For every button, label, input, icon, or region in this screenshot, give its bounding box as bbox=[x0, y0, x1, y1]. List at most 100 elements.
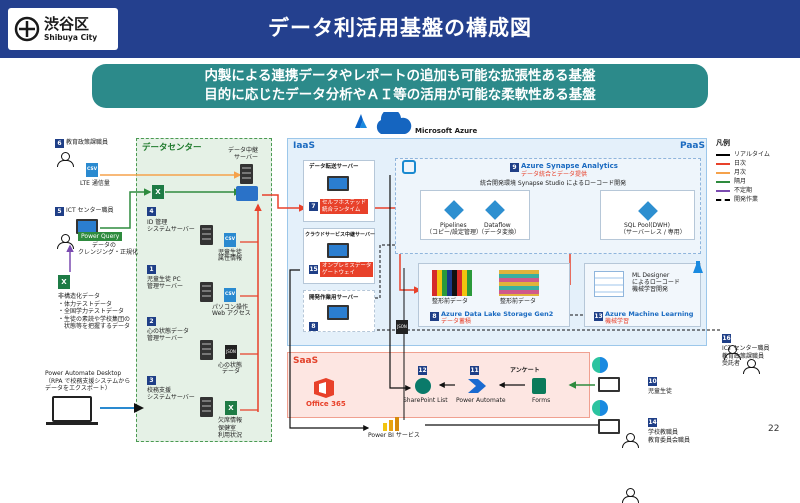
sql-pool-sub: （サーバーレス / 専用） bbox=[620, 229, 686, 236]
json-file-icon: JSON bbox=[225, 345, 237, 359]
pq-desc-1: データの bbox=[92, 242, 117, 249]
paas-title: PaaS bbox=[680, 141, 705, 151]
survey-label: アンケート bbox=[510, 367, 540, 374]
csv-file-icon: CSV bbox=[224, 233, 236, 247]
legend-line bbox=[716, 153, 730, 156]
badge-5: 5 bbox=[55, 207, 64, 216]
edge-browser-icon bbox=[592, 400, 608, 416]
synapse-desc: 統合開発環境 Synapse Studio によるローコード開発 bbox=[480, 180, 627, 187]
csv-file-icon: CSV bbox=[224, 288, 236, 302]
logo-english: Shibuya City bbox=[44, 32, 98, 42]
iaas-title: IaaS bbox=[293, 141, 315, 151]
saas-title: SaaS bbox=[293, 356, 319, 366]
legend-title: 凡例 bbox=[716, 139, 730, 147]
badge-6: 6 bbox=[55, 139, 64, 148]
student-label: 児童生徒 bbox=[648, 388, 673, 395]
azure-name: Microsoft Azure bbox=[415, 127, 478, 135]
legend-label: 月次 bbox=[734, 168, 747, 176]
badge-8b: 8 bbox=[430, 312, 439, 321]
aml-sub: 機械学習 bbox=[605, 318, 630, 325]
school-data-list: 欠席情報 保健室 利用状況 bbox=[218, 417, 243, 439]
synapse-title: Azure Synapse Analytics bbox=[521, 162, 618, 170]
sql-pool-label: SQL Pool(DWH) bbox=[624, 222, 670, 229]
synapse-sub: データ統合とデータ提供 bbox=[521, 171, 588, 178]
mind-server-1: 心の状態データ bbox=[147, 328, 190, 335]
legend-line bbox=[716, 180, 730, 183]
relay-label-2: サーバー bbox=[234, 154, 258, 161]
power-automate-icon bbox=[468, 378, 486, 393]
legend: リアルタイム日次月次隔月不定期開発作業 bbox=[716, 150, 770, 204]
power-bi-label: Power BI サービス bbox=[368, 432, 420, 439]
legend-item: 月次 bbox=[716, 168, 770, 177]
badge-13: 13 bbox=[594, 312, 603, 321]
laptop-base bbox=[46, 422, 98, 425]
pipelines-box bbox=[420, 190, 530, 240]
server-icon bbox=[200, 282, 213, 302]
self-hosted-runtime-tag: セルフホステッド統合ランタイム bbox=[320, 199, 369, 214]
id-data-1: 児童生徒 bbox=[218, 249, 243, 256]
page-number: 22 bbox=[768, 424, 780, 434]
transfer-title: データ転送サーバー bbox=[309, 164, 359, 170]
badge-2: 2 bbox=[147, 317, 156, 326]
excel-icon: X bbox=[58, 275, 70, 289]
office365-icon bbox=[312, 378, 336, 398]
laptop-icon bbox=[52, 396, 92, 422]
summary-banner: 内製による連携データやレポートの追加も可能な拡張性ある基盤 目的に応じたデータ分… bbox=[92, 64, 708, 108]
aml-flask-icon bbox=[693, 258, 703, 273]
ict-users-list: ICT センター職員 教育政策課職員 受託者 bbox=[722, 345, 770, 367]
power-bi-icon bbox=[383, 416, 399, 431]
server-icon bbox=[200, 225, 213, 245]
legend-line bbox=[716, 171, 730, 174]
pipelines-label: Pipelines bbox=[440, 222, 467, 229]
user-icon bbox=[722, 345, 742, 360]
pc-data-1: パソコン操作 bbox=[212, 304, 249, 311]
power-automate-label: Power Automate bbox=[456, 397, 506, 404]
raw-data-label: 整形前データ bbox=[432, 298, 469, 305]
csv-file-icon: CSV bbox=[86, 163, 98, 177]
server-icon bbox=[200, 340, 213, 360]
vm-icon bbox=[327, 176, 349, 191]
badge-11: 11 bbox=[470, 366, 479, 375]
cloud-icon bbox=[373, 108, 413, 134]
legend-item: 不定期 bbox=[716, 186, 770, 195]
pq-desc-2: クレンジング・正規化 bbox=[78, 249, 139, 256]
legend-item: リアルタイム bbox=[716, 150, 770, 159]
logo-japanese: 渋谷区 bbox=[44, 14, 90, 33]
id-server-1: ID 管理 bbox=[147, 219, 168, 226]
city-logo: 渋谷区 Shibuya City bbox=[8, 8, 118, 50]
excel-icon: X bbox=[152, 185, 164, 199]
header-bar bbox=[0, 0, 800, 58]
legend-label: 日次 bbox=[734, 159, 747, 167]
badge-7: 7 bbox=[309, 202, 318, 211]
user-icon bbox=[620, 488, 640, 503]
pad-caption: Power Automate Desktop （RPA で校務支援システムから … bbox=[45, 370, 131, 392]
folder-icon bbox=[236, 186, 258, 201]
badge-1: 1 bbox=[147, 265, 156, 274]
azure-logo-icon bbox=[355, 113, 367, 128]
forms-label: Forms bbox=[532, 397, 551, 404]
ml-designer-2: によるローコード bbox=[632, 279, 680, 286]
staff-6-label: 教育政策課職員 bbox=[66, 139, 109, 146]
pc-server-2: 管理サーバー bbox=[147, 283, 183, 290]
relay-title: クラウドサービス中継サーバー bbox=[305, 232, 375, 238]
badge-10: 10 bbox=[648, 377, 657, 386]
page-title: データ利活用基盤の構成図 bbox=[268, 16, 532, 40]
user-icon bbox=[55, 152, 75, 167]
legend-item: 隔月 bbox=[716, 177, 770, 186]
json-file-icon: JSON bbox=[396, 320, 408, 334]
sharepoint-label: SharePoint List bbox=[403, 397, 448, 404]
legend-label: リアルタイム bbox=[734, 150, 770, 158]
mind-data-2: データ bbox=[222, 368, 241, 375]
ml-designer-1: ML Designer bbox=[632, 272, 670, 279]
aml-title: Azure Machine Learning bbox=[605, 310, 694, 318]
pipelines-sub: （コピー/設定管理） bbox=[426, 229, 483, 236]
onprem-gateway-tag: オンプレミスデータゲートウェイ bbox=[320, 262, 374, 277]
ml-designer-3: 機械学習開発 bbox=[632, 286, 669, 293]
vm-icon bbox=[327, 243, 349, 258]
power-query-tag: Power Query bbox=[78, 232, 123, 241]
legend-line bbox=[716, 189, 730, 192]
vm-icon bbox=[327, 305, 349, 320]
badge-14: 14 bbox=[648, 418, 657, 427]
office365-label: Office 365 bbox=[306, 400, 346, 408]
badge-4: 4 bbox=[147, 207, 156, 216]
